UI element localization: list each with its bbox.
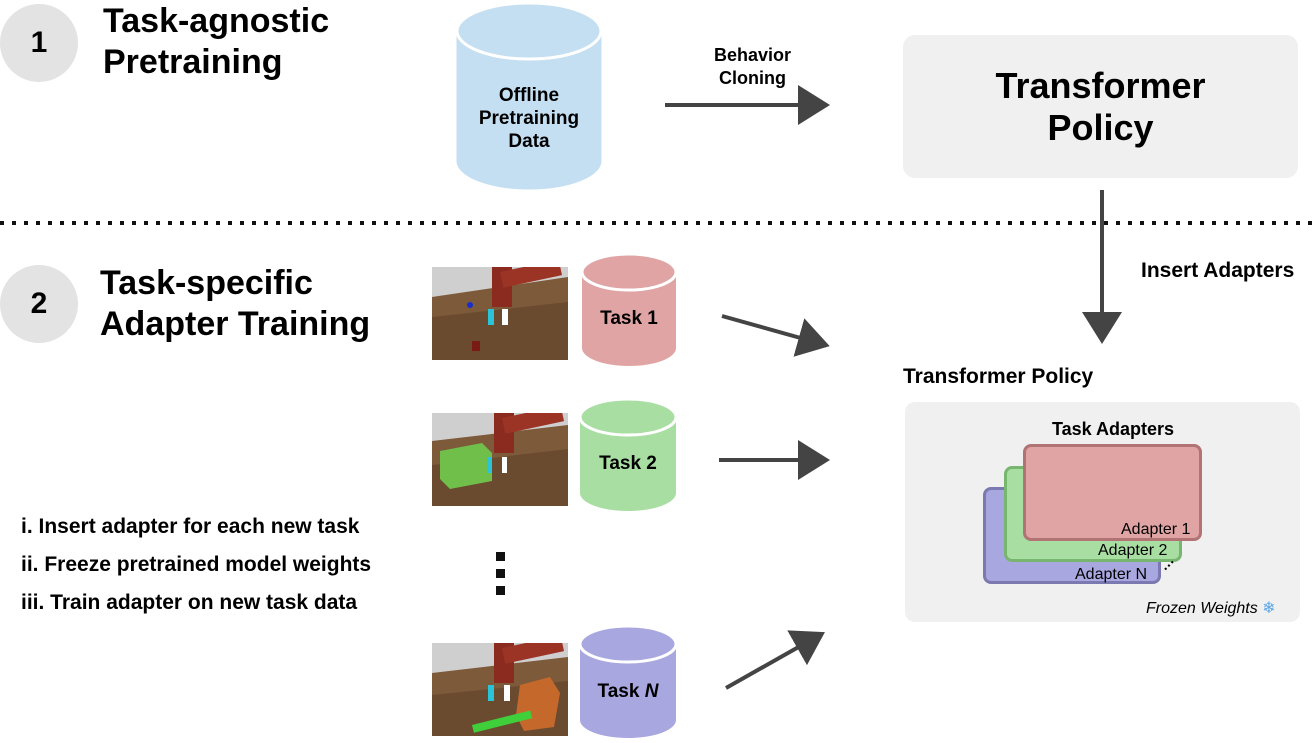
- pretrain-data-line2: Pretraining: [478, 108, 580, 129]
- stage-2-number: 2: [30, 287, 48, 320]
- snowflake-icon: ❄: [1262, 600, 1276, 617]
- task-1-label: Task 1: [600, 308, 658, 329]
- task-1-scene-image: [432, 267, 568, 360]
- step-2: ii. Freeze pretrained model weights: [21, 553, 372, 576]
- task-n-label-italic: N: [644, 681, 659, 702]
- stage-1-badge: 1: [0, 4, 78, 82]
- stage-2-title: Task-specific Adapter Training: [100, 263, 370, 345]
- adapter-1-card: [1023, 444, 1202, 541]
- stage-1-title-line1: Task-agnostic: [103, 2, 330, 40]
- behavior-cloning-line1: Behavior: [713, 45, 792, 65]
- adapter-2-label: Adapter 2: [1098, 542, 1168, 559]
- insert-adapters-label: Insert Adapters: [1141, 259, 1295, 282]
- stage-2-badge: 2: [0, 265, 78, 343]
- pretrain-data-label: Offline Pretraining Data: [455, 84, 603, 153]
- stage-1-title: Task-agnostic Pretraining: [103, 1, 329, 83]
- stage-1-number: 1: [30, 26, 48, 59]
- frozen-weights-text: Frozen Weights: [1146, 600, 1258, 617]
- adapter-n-label: Adapter N: [1075, 566, 1148, 583]
- task-1-database-icon: [580, 252, 678, 366]
- task-n-database-icon: [578, 624, 678, 738]
- task-2-database-icon: [578, 397, 678, 511]
- pretrain-data-line1: Offline: [498, 85, 560, 106]
- pretrain-data-line3: Data: [508, 131, 550, 152]
- task-n-label-prefix: Task: [597, 681, 645, 702]
- task-2-scene-image: [432, 413, 568, 506]
- step-1: i. Insert adapter for each new task: [21, 515, 360, 538]
- transformer-box-line1: Transformer: [995, 64, 1206, 106]
- frozen-weights-label: Frozen Weights ❄: [1146, 598, 1276, 618]
- behavior-cloning-label: Behavior Cloning: [695, 44, 810, 90]
- step-3: iii. Train adapter on new task data: [21, 591, 358, 614]
- adapter-1-label: Adapter 1: [1121, 521, 1191, 538]
- policy-panel-title: Transformer Policy: [903, 365, 1094, 388]
- task-2-label: Task 2: [599, 453, 657, 474]
- stage-2-title-line2: Adapter Training: [100, 305, 371, 343]
- task-n-label: Task N: [578, 681, 678, 703]
- task-n-scene-image: [432, 643, 568, 736]
- pretrain-data-cylinder-icon: [455, 1, 603, 190]
- transformer-box-line2: Policy: [1047, 106, 1154, 148]
- transformer-policy-box: Transformer Policy: [903, 35, 1298, 178]
- stage-1-title-line2: Pretraining: [103, 43, 283, 81]
- stage-2-title-line1: Task-specific: [100, 264, 313, 302]
- task-adapters-title: Task Adapters: [1052, 419, 1175, 439]
- behavior-cloning-line2: Cloning: [719, 68, 786, 88]
